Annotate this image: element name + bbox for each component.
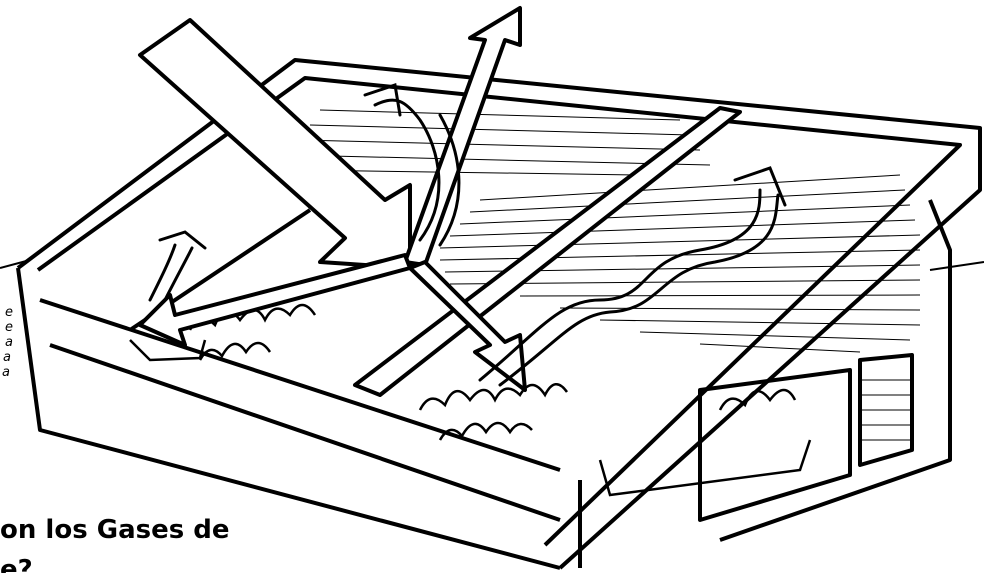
caption-line-5: a xyxy=(2,365,10,380)
caption-line-2: e xyxy=(5,320,13,335)
plants xyxy=(130,305,810,495)
reflected-radiation-arrow xyxy=(405,8,520,265)
heading-line-2: e? xyxy=(0,553,33,573)
section-heading: on los Gases de e? xyxy=(0,509,300,573)
caption-line-1: e xyxy=(5,305,13,320)
caption-line-4: a xyxy=(3,350,11,365)
side-caption: e e a a a xyxy=(0,305,18,425)
caption-line-3: a xyxy=(5,335,13,350)
heading-line-1: on los Gases de xyxy=(0,513,230,547)
